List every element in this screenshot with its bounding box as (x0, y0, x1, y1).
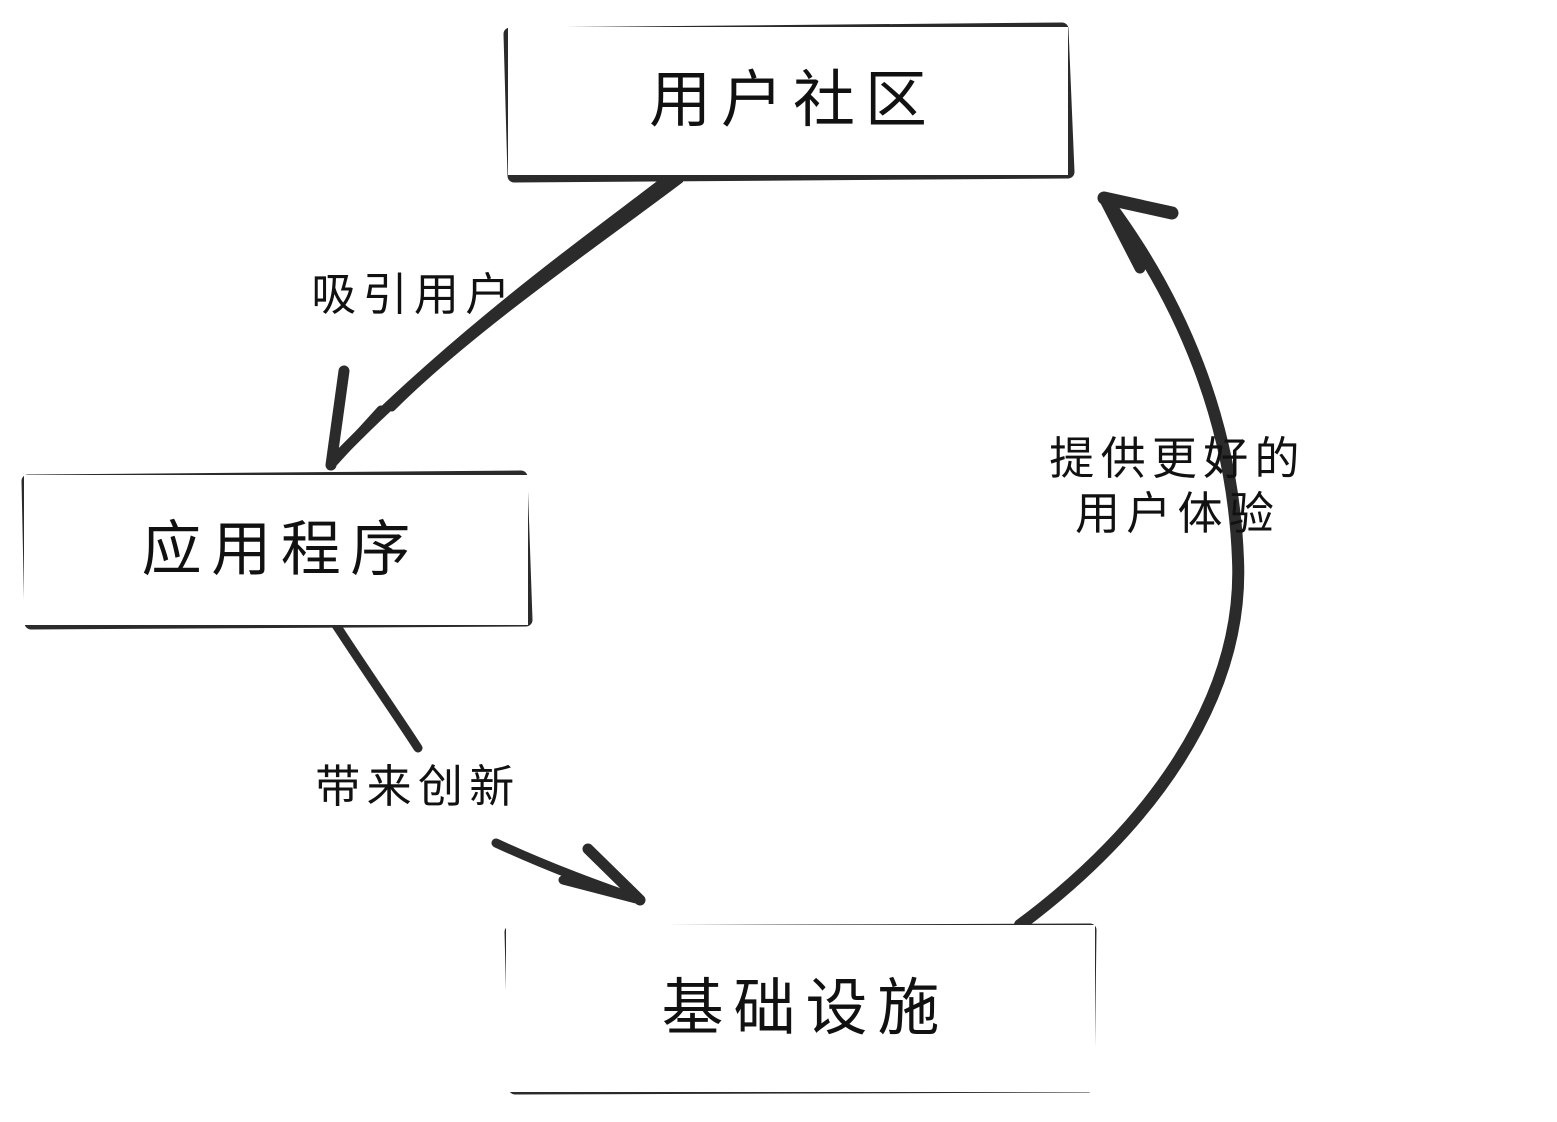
node-label-infrastructure: 基础设施 (661, 973, 950, 1043)
edge-innovate-arrow (331, 620, 646, 906)
edge-experience-arrow (1014, 191, 1245, 931)
edge-label-brings-innovation: 带来创新 (309, 760, 521, 815)
edge-label-brings-innovation-line1: 带来创新 (315, 761, 521, 812)
edge-label-better-user-experience: 提供更好的 用户体验 (1043, 432, 1306, 542)
node-user-community[interactable]: 用户社区 (508, 27, 1068, 175)
edge-label-attract-users: 吸引用户 (305, 268, 517, 323)
node-label-application: 应用程序 (141, 516, 420, 583)
edge-attract-arrow (325, 171, 684, 471)
edge-label-attract-users-line1: 吸引用户 (311, 269, 517, 320)
node-application[interactable]: 应用程序 (24, 475, 528, 625)
edge-label-better-user-experience-line2: 用户体验 (1074, 487, 1281, 539)
node-label-user-community: 用户社区 (649, 66, 937, 135)
node-infrastructure[interactable]: 基础设施 (506, 925, 1095, 1092)
edge-label-better-user-experience-line1: 提供更好的 (1049, 433, 1306, 484)
